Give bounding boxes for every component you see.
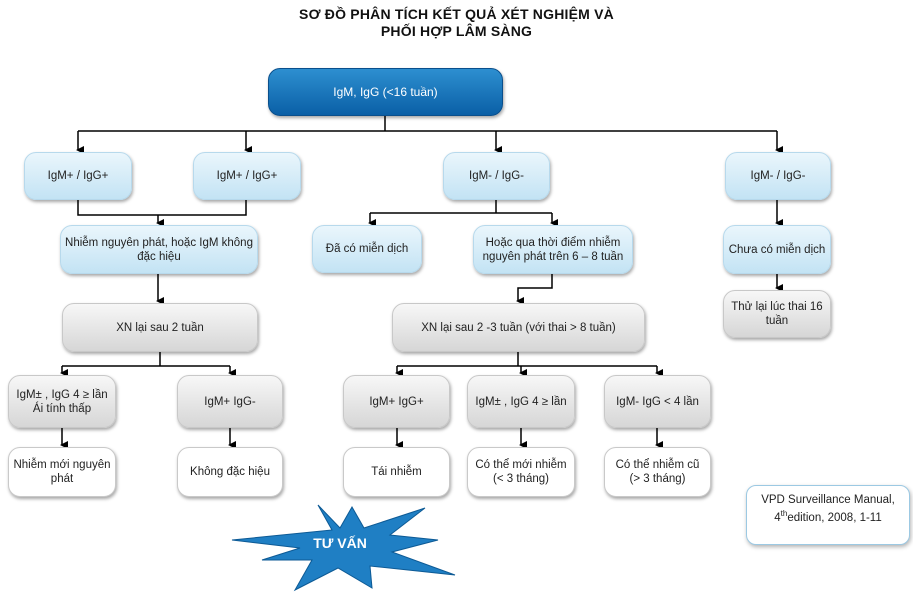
- title-line-1: SƠ ĐỒ PHÂN TÍCH KẾT QUẢ XÉT NGHIỆM VÀ: [299, 6, 614, 22]
- result-outcome-node: Nhiễm mới nguyên phát: [8, 447, 116, 497]
- result-outcome-node: Không đặc hiệu: [177, 447, 283, 497]
- result-test-node: IgM+ IgG-: [177, 375, 283, 428]
- root-node: IgM, IgG (<16 tuần): [268, 68, 503, 116]
- reference-box: VPD Surveillance Manual, 4thedition, 200…: [746, 485, 910, 545]
- result-outcome-node: Có thể mới nhiễm (< 3 tháng): [467, 447, 575, 497]
- immune-node: Đã có miễn dịch: [312, 225, 422, 273]
- reference-sup: th: [780, 509, 788, 518]
- retest-2-3-weeks-node: XN lại sau 2 -3 tuần (với thai > 8 tuần): [392, 303, 645, 352]
- title-line-2: PHỐI HỢP LÂM SÀNG: [380, 23, 533, 39]
- result-test-node: IgM± , IgG 4 ≥ lần Ái tính thấp: [8, 375, 116, 428]
- result-test-node: IgM+ IgG+: [343, 375, 450, 428]
- level1-node: IgM- / IgG-: [725, 152, 831, 200]
- level1-node: IgM- / IgG-: [443, 152, 550, 200]
- counsel-label: TƯ VẤN: [313, 535, 367, 551]
- primary-infection-node: Nhiễm nguyên phát, hoặc IgM không đặc hi…: [60, 225, 258, 274]
- result-outcome-node: Có thể nhiễm cũ (> 3 tháng): [604, 447, 711, 497]
- retest-2-weeks-node: XN lại sau 2 tuần: [62, 303, 258, 352]
- level1-node: IgM+ / IgG+: [193, 152, 301, 200]
- result-test-node: IgM± , IgG 4 ≥ lần: [467, 375, 575, 428]
- level1-node: IgM+ / IgG+: [24, 152, 132, 200]
- not-immune-node: Chưa có miễn dịch: [723, 225, 831, 274]
- past-window-node: Hoặc qua thời điểm nhiễm nguyên phát trê…: [473, 225, 633, 274]
- result-outcome-node: Tái nhiễm: [343, 447, 450, 497]
- counsel-star-shape: [231, 504, 456, 592]
- retest-16-weeks-node: Thử lại lúc thai 16 tuần: [723, 290, 831, 338]
- result-test-node: IgM- IgG < 4 lần: [604, 375, 711, 428]
- reference-prefix: VPD Surveillance Manual, 4: [761, 494, 895, 524]
- reference-suffix: edition, 2008, 1-11: [787, 511, 882, 524]
